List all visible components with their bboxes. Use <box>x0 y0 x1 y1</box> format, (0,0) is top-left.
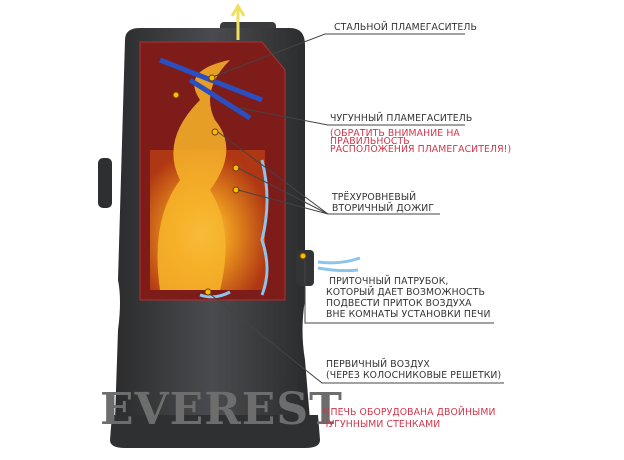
label-line: ПОДВЕСТИ ПРИТОК ВОЗДУХА <box>326 298 472 309</box>
label-line: (ЧЕРЕЗ КОЛОСНИКОВЫЕ РЕШЕТКИ) <box>326 370 502 381</box>
label-line: ТРЁХУРОВНЕВЫЙ <box>332 192 417 203</box>
label-cast-iron-baffle: ЧУГУННЫЙ ПЛАМЕГАСИТЕЛЬ <box>330 113 473 124</box>
label-line: ВНЕ КОМНАТЫ УСТАНОВКИ ПЕЧИ <box>326 309 491 320</box>
note-line: ПРАВИЛЬНОСТЬ <box>330 136 410 147</box>
air-flow-bottom <box>199 290 231 299</box>
note-line: *(ПЕЧЬ ОБОРУДОВАНА ДВОЙНЫМИ <box>322 407 496 418</box>
leader-primary-air <box>209 293 504 384</box>
label-primary-air: ПЕРВИЧНЫЙ ВОЗДУХ (ЧЕРЕЗ КОЛОСНИКОВЫЕ РЕШ… <box>326 359 501 381</box>
marker-intake <box>299 252 307 260</box>
marker-cast-iron-baffle <box>172 91 180 99</box>
marker-primary-air <box>204 288 212 296</box>
label-line: ПЕРВИЧНЫЙ ВОЗДУХ <box>326 359 430 370</box>
label-line: ПРИТОЧНЫЙ ПАТРУБОК, <box>329 276 449 287</box>
footnote-double-walls: *(ПЕЧЬ ОБОРУДОВАНА ДВОЙНЫМИ ЧУГУННЫМИ СТ… <box>322 407 496 431</box>
label-line: ВТОРИЧНЫЙ ДОЖИГ <box>332 203 435 214</box>
exhaust-arrow <box>230 3 246 40</box>
stove-base <box>110 415 320 448</box>
marker-secondary-1 <box>211 128 219 136</box>
marker-steel-baffle <box>208 74 216 82</box>
leader-secondary-burn <box>217 131 440 215</box>
note-line: ЧУГУННЫМИ СТЕНКАМИ <box>322 419 441 430</box>
note-line: РАСПОЛОЖЕНИЯ ПЛАМЕГАСИТЕЛЯ!) <box>330 144 512 155</box>
note-line: (ОБРАТИТЬ ВНИМАНИЕ НА <box>330 128 460 139</box>
note-cast-iron-baffle: (ОБРАТИТЬ ВНИМАНИЕ НА ПРАВИЛЬНОСТЬ РАСПО… <box>330 128 512 155</box>
label-intake-pipe: ПРИТОЧНЫЙ ПАТРУБОК, КОТОРЫЙ ДАЕТ ВОЗМОЖН… <box>326 276 491 320</box>
air-flow-right <box>260 159 269 296</box>
leader-steel-baffle <box>214 33 465 77</box>
everest-logo: EVEREST <box>100 384 343 435</box>
leader-cast-iron-baffle <box>239 107 465 126</box>
flames <box>157 60 230 290</box>
leader-intake <box>304 258 494 324</box>
cast-iron-baffle <box>188 77 252 121</box>
label-steel-baffle: СТАЛЬНОЙ ПЛАМЕГАСИТЕЛЬ <box>334 22 477 33</box>
air-flow-intake <box>317 256 361 273</box>
door-handle <box>98 158 112 208</box>
label-line: КОТОРЫЙ ДАЕТ ВОЗМОЖНОСТЬ <box>326 287 486 298</box>
label-secondary-burn: ТРЁХУРОВНЕВЫЙ ВТОРИЧНЫЙ ДОЖИГ <box>332 192 434 214</box>
